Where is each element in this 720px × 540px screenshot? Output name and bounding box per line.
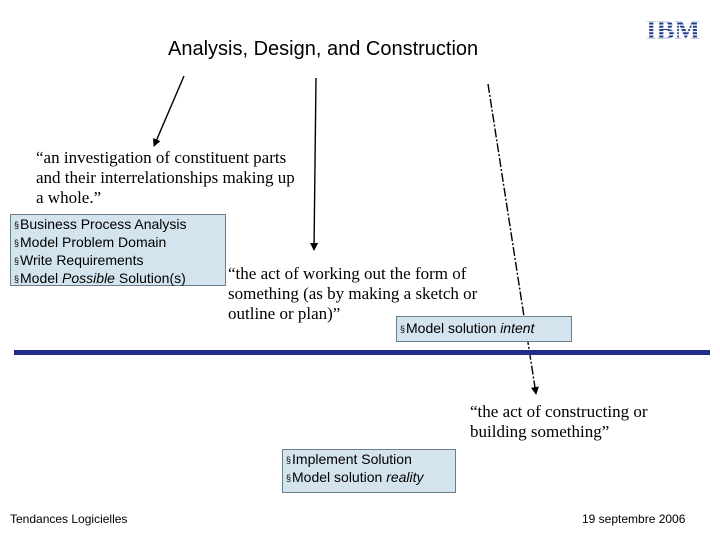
analysis-activities-box: §Business Process Analysis §Model Proble… <box>10 214 226 286</box>
list-item: §Model Possible Solution(s) <box>14 270 186 286</box>
footer-date: 19 septembre 2006 <box>582 512 686 526</box>
svg-text:IBM: IBM <box>646 16 700 42</box>
list-item: §Model Problem Domain <box>14 234 167 250</box>
design-definition: “the act of working out the form of some… <box>228 264 478 323</box>
ibm-logo: IBM <box>646 16 700 42</box>
analysis-definition: “an investigation of constituent parts a… <box>36 148 295 207</box>
construction-arrow <box>487 83 539 395</box>
divider-rule <box>14 350 710 355</box>
list-item: §Write Requirements <box>14 252 144 268</box>
design-activity-box: §Model solution intent <box>396 316 572 342</box>
footer-left: Tendances Logicielles <box>10 512 128 526</box>
list-item: §Model solution intent <box>400 320 535 336</box>
construction-activities-box: §Implement Solution §Model solution real… <box>282 449 456 493</box>
list-item: §Implement Solution <box>286 451 412 467</box>
list-item: §Business Process Analysis <box>14 216 187 232</box>
construction-definition: “the act of constructing or building som… <box>470 402 648 441</box>
analysis-arrow <box>153 75 185 147</box>
design-arrow <box>310 77 319 251</box>
list-item: §Model solution reality <box>286 469 424 485</box>
slide-title: Analysis, Design, and Construction <box>168 38 479 60</box>
